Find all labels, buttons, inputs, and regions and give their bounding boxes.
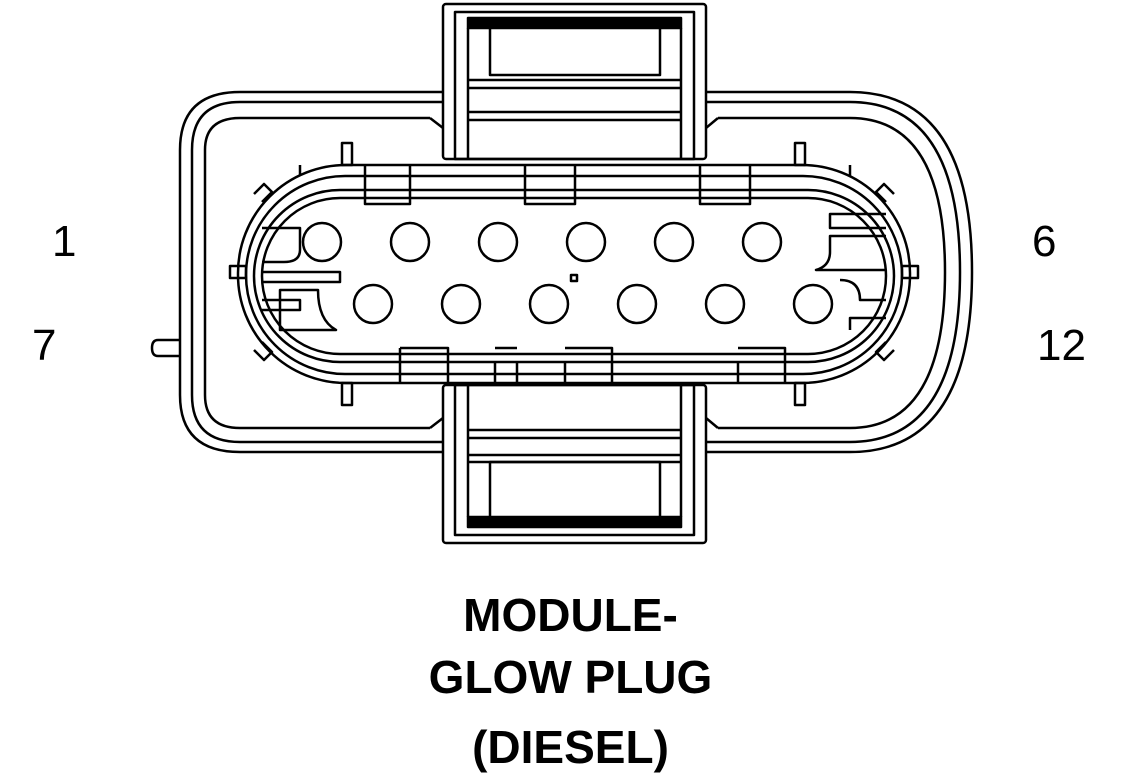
connector-face: [228, 141, 920, 407]
pin-hole: [528, 283, 570, 325]
pin-hole: [565, 221, 607, 263]
caption-line-1: MODULE-: [463, 589, 678, 641]
caption-line-2: GLOW PLUG: [428, 651, 713, 703]
pin-holes-bottom-row: [352, 283, 834, 325]
pin-hole: [440, 283, 482, 325]
pin-holes-top-row: [301, 221, 783, 263]
bottom-latch: [429, 383, 719, 545]
pin-hole: [704, 283, 746, 325]
pin-hole: [792, 283, 834, 325]
top-latch: [429, 2, 719, 161]
pin-label-7: 7: [32, 321, 57, 370]
pin-hole: [616, 283, 658, 325]
housing-outline: [178, 90, 974, 454]
caption-line-3: (DIESEL): [472, 721, 669, 773]
housing-inner-outline-2: [203, 116, 947, 430]
pin-label-1: 1: [52, 217, 77, 266]
pin-hole: [389, 221, 431, 263]
pin-hole: [301, 221, 343, 263]
pin-hole: [352, 283, 394, 325]
pin-hole: [477, 221, 519, 263]
pin-label-12: 12: [1037, 321, 1086, 370]
housing-inner-outline: [190, 100, 962, 444]
pin-label-6: 6: [1032, 217, 1057, 266]
pin-hole: [741, 221, 783, 263]
pin-hole: [653, 221, 695, 263]
left-tab: [150, 338, 180, 358]
